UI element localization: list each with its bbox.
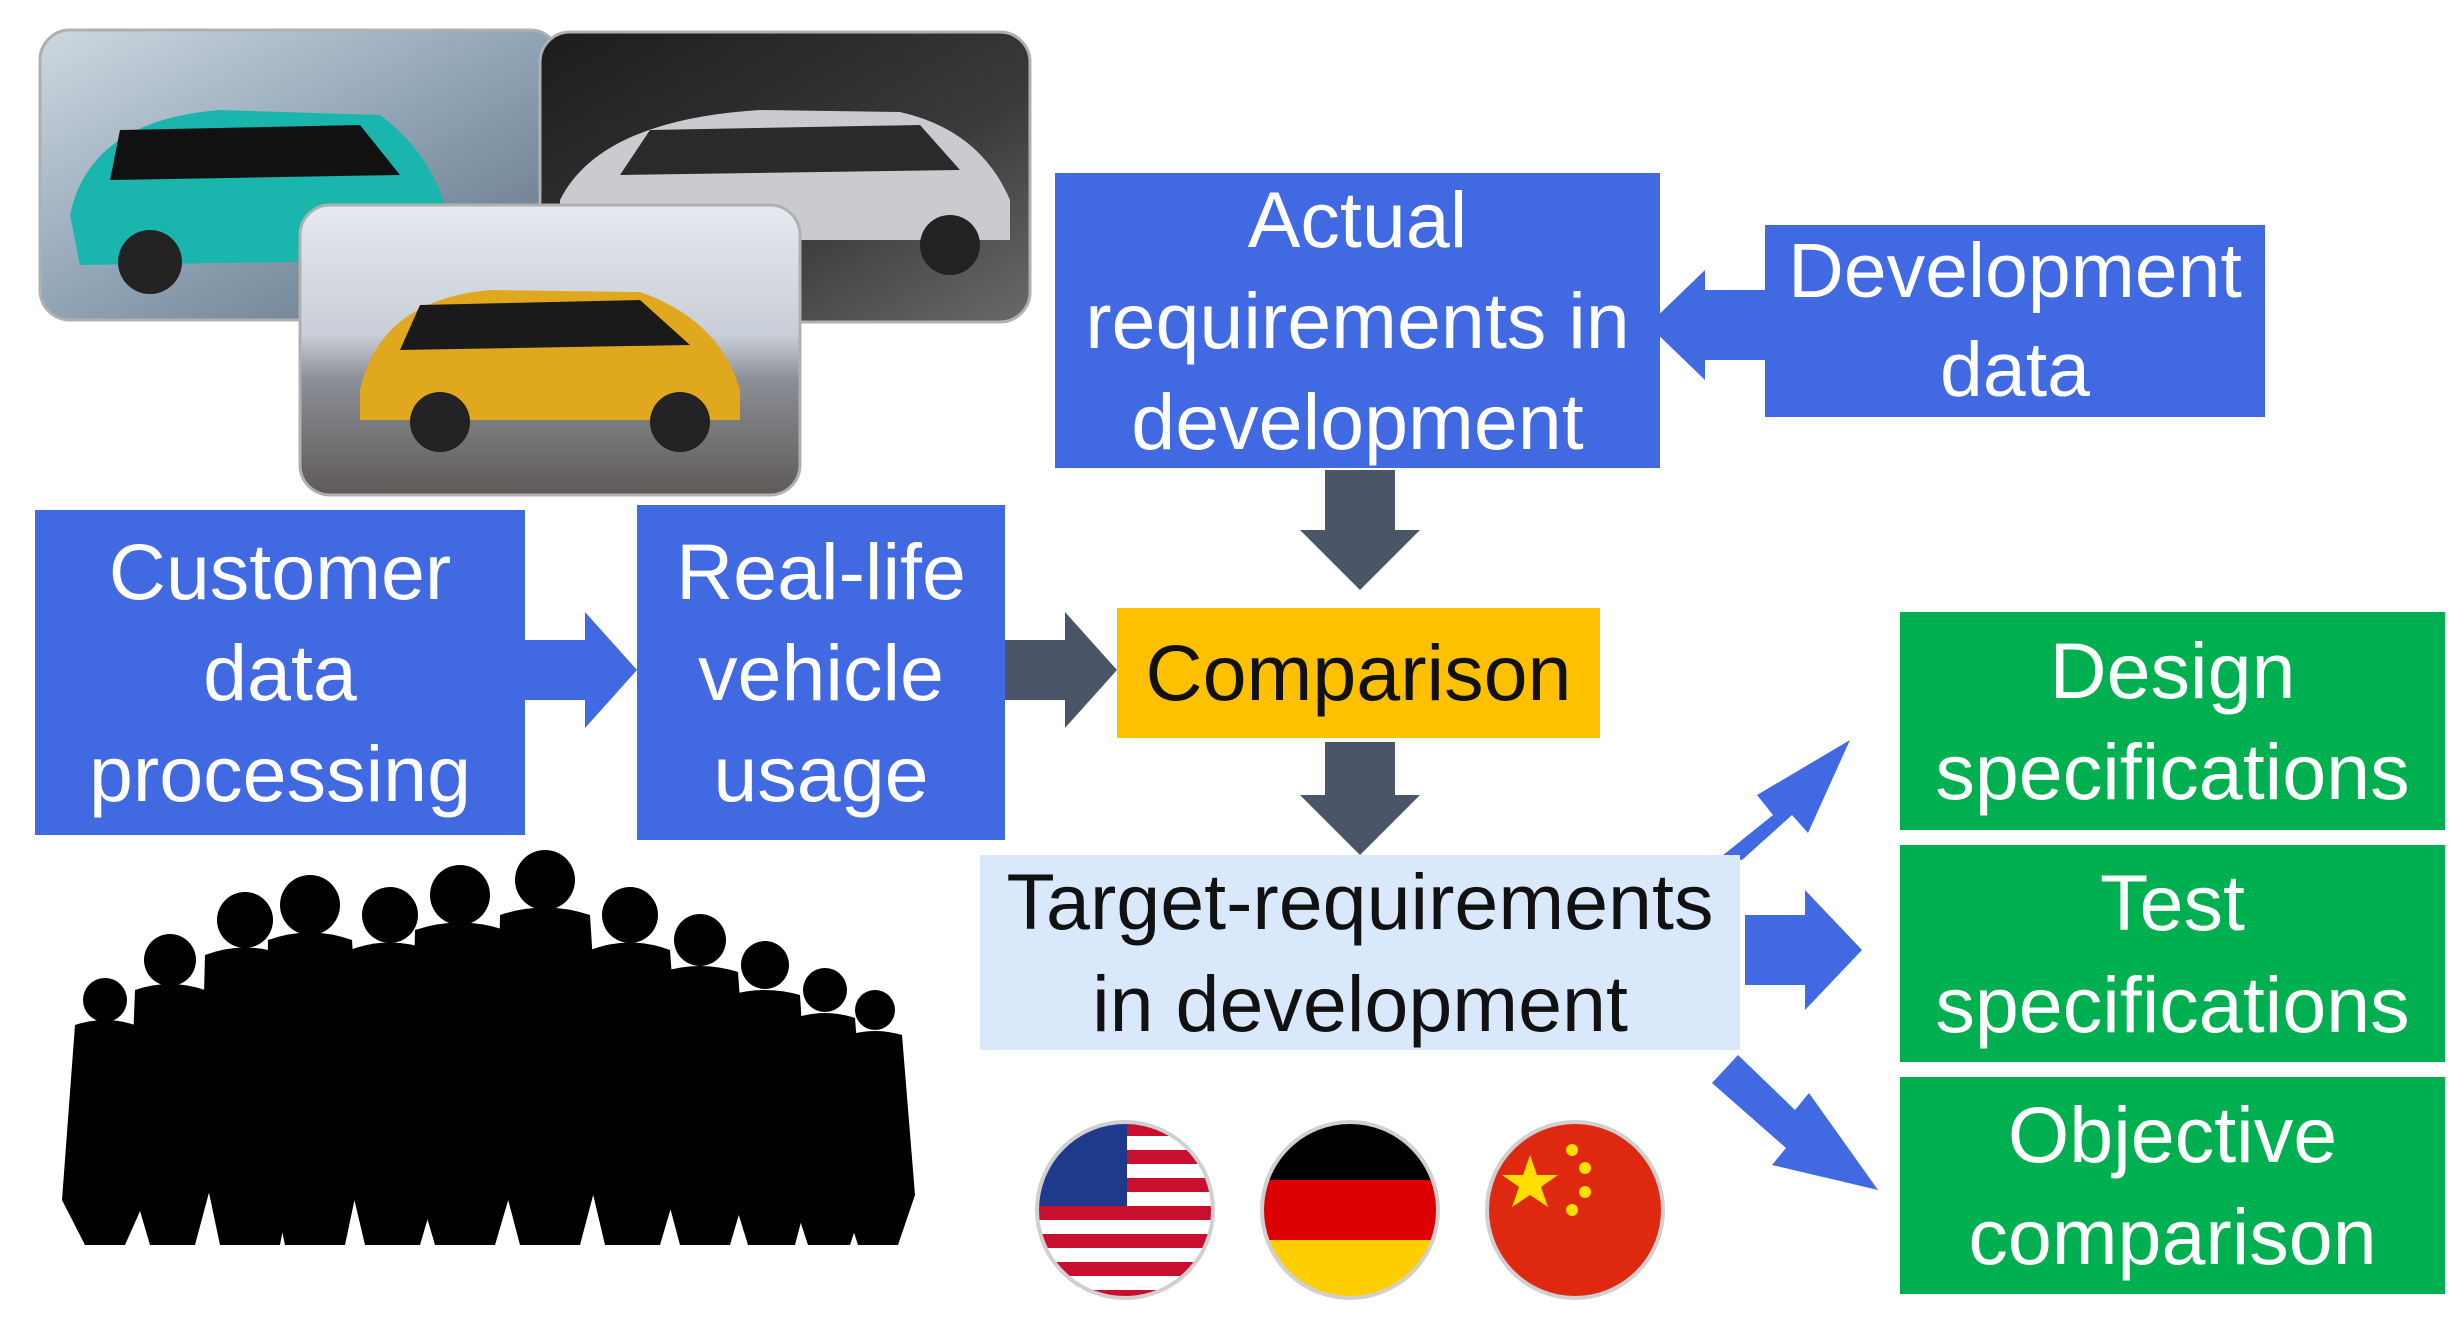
car-photo-yellow-suv xyxy=(298,203,802,497)
test-specifications-label: Test specifications xyxy=(1935,858,2410,1049)
arrow-target-to-design xyxy=(1722,740,1850,860)
objective-comparison-label: Objective comparison xyxy=(1968,1090,2377,1281)
germany-flag-icon xyxy=(1260,1120,1440,1300)
arrow-usage-to-comparison xyxy=(1005,612,1117,728)
target-requirements-label: Target-requirements in development xyxy=(1006,857,1714,1048)
development-data-label: Development data xyxy=(1788,228,2242,413)
development-data-box: Development data xyxy=(1765,225,2265,417)
actual-requirements-label: Actual requirements in development xyxy=(1085,174,1630,467)
customer-data-label: Customer data processing xyxy=(88,526,472,819)
test-specifications-box: Test specifications xyxy=(1900,845,2445,1062)
comparison-box: Comparison xyxy=(1117,608,1600,738)
arrow-target-to-objective xyxy=(1712,1055,1878,1190)
arrow-development-data-to-actual xyxy=(1648,270,1765,380)
arrow-comparison-to-target xyxy=(1300,742,1420,855)
arrow-target-to-test xyxy=(1745,890,1862,1010)
arrow-customer-to-usage xyxy=(525,612,637,728)
arrow-actual-to-comparison xyxy=(1300,470,1420,590)
design-specifications-box: Design specifications xyxy=(1900,612,2445,830)
design-specifications-label: Design specifications xyxy=(1935,625,2410,816)
objective-comparison-box: Objective comparison xyxy=(1900,1077,2445,1294)
actual-requirements-box: Actual requirements in development xyxy=(1055,173,1660,468)
comparison-label: Comparison xyxy=(1145,628,1572,718)
usa-flag-icon xyxy=(1035,1120,1215,1300)
china-flag-icon xyxy=(1485,1120,1665,1300)
real-life-usage-label: Real-life vehicle usage xyxy=(676,526,966,819)
real-life-usage-box: Real-life vehicle usage xyxy=(637,505,1005,840)
target-requirements-box: Target-requirements in development xyxy=(980,855,1740,1050)
customer-data-box: Customer data processing xyxy=(35,510,525,835)
